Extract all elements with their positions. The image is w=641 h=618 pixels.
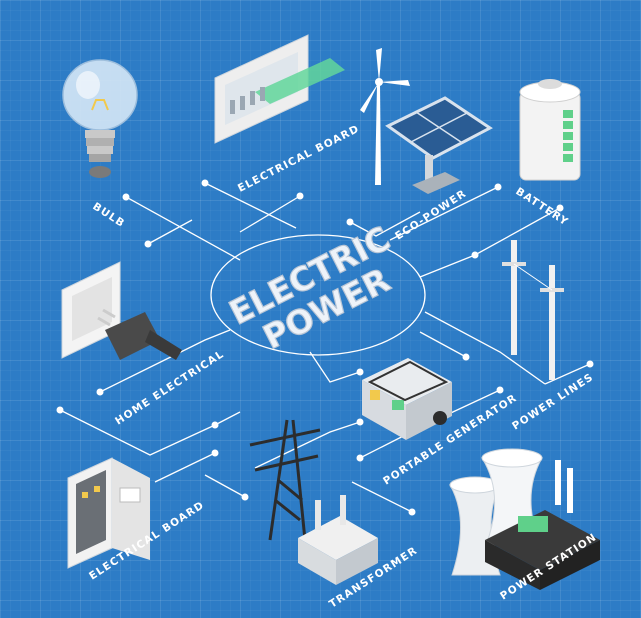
label-electrical-board-top: ELECTRICAL BOARD: [236, 123, 362, 195]
power-pole-icon: [502, 240, 564, 380]
center-ellipse: [210, 234, 426, 356]
connector-dots: [56, 179, 594, 516]
center-title: ELECTRIC POWER: [222, 218, 397, 358]
connector-bulb-branch: [147, 219, 193, 245]
power-station-icon: [485, 460, 600, 590]
connector-eco: [349, 211, 421, 237]
bulb-icon: [62, 59, 138, 178]
electrical-cabinet-icon: [67, 457, 150, 569]
connector-board-top: [204, 182, 297, 229]
wind-turbine-icon: [360, 48, 410, 185]
electrical-board-icon: [214, 34, 345, 144]
transmission-tower-icon: [249, 419, 321, 541]
connector-transformer-2: [351, 481, 413, 513]
connector-board-bottom-2: [204, 474, 246, 498]
connector-board-top-2: [239, 195, 301, 233]
label-bulb: BULB: [90, 200, 127, 230]
portable-generator-icon: [362, 358, 452, 440]
power-socket-icon: [61, 261, 121, 359]
connector-bulb: [125, 196, 241, 261]
connector-powerlines: [424, 311, 546, 385]
connector-eco-2: [389, 186, 499, 241]
connector-home: [99, 329, 231, 393]
label-home-electrical: HOME ELECTRICAL: [113, 348, 226, 427]
transformer-icon: [298, 495, 378, 585]
connector-generator: [309, 351, 361, 383]
connector-board-bottom: [154, 452, 216, 483]
battery-icon: [519, 79, 581, 181]
connector-powerlines-2: [544, 363, 591, 385]
solar-panel-icon: [385, 96, 493, 194]
connector-generator-2: [419, 331, 467, 358]
connector-battery: [419, 207, 561, 278]
label-eco-power: ECO-POWER: [393, 187, 469, 242]
plug-icon: [97, 308, 182, 360]
connector-home-2: [59, 409, 241, 456]
connector-transformer: [254, 421, 361, 469]
connector-lines: [59, 182, 591, 513]
